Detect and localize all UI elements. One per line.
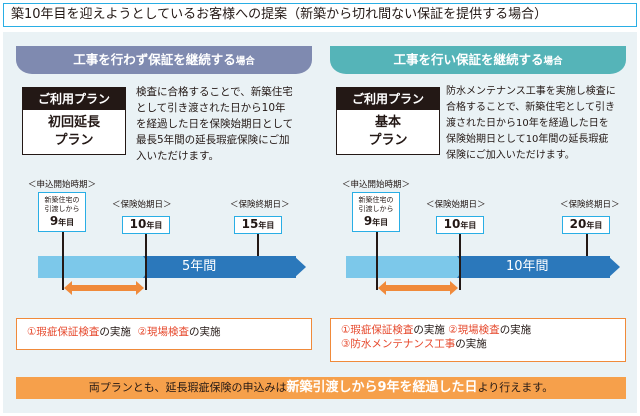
- right-check3: 防水メンテナンス工事: [350, 338, 456, 350]
- left-apply-start-label: ＜申込開始時期＞: [28, 180, 97, 190]
- right-check2-num: ②: [448, 324, 458, 336]
- right-inspection-arrow: [378, 281, 458, 295]
- right-apply-tag: 新築住宅の 引渡しから 9年目: [352, 192, 400, 232]
- right-check2: 現場検査: [457, 324, 500, 336]
- right-check2-suffix: の実施: [499, 324, 532, 336]
- left-tag2-year: 10: [129, 217, 147, 231]
- left-check2: 現場検査: [147, 326, 190, 338]
- right-end-date-label: ＜保険終期日＞: [560, 200, 620, 210]
- left-bar-arrowhead: [294, 256, 306, 278]
- left-apply-line: [62, 232, 64, 290]
- right-checks-box: ①瑕疵保証検査の実施 ②現場検査の実施 ③防水メンテナンス工事の実施: [330, 318, 626, 362]
- right-plan-name-line1: 基本: [374, 115, 401, 130]
- left-check1-num: ①: [27, 326, 37, 338]
- left-check2-suffix: の実施: [189, 326, 221, 338]
- left-check2-num: ②: [137, 326, 148, 338]
- right-timeline: ＜申込開始時期＞ ＜保険始期日＞ ＜保険終期日＞ 新築住宅の 引渡しから 9年目…: [336, 176, 636, 296]
- left-tag2-unit: 年目: [146, 221, 163, 230]
- left-plan-name: 初回延長 プラン: [23, 114, 125, 150]
- right-tag1-line2: 引渡しから: [358, 205, 394, 213]
- left-start-tag: 10年目: [122, 216, 170, 234]
- right-apply-line: [376, 232, 378, 290]
- right-plan-label: ご利用プラン: [337, 88, 439, 110]
- footer-suffix: より行えます。: [477, 381, 554, 394]
- right-header-main: 工事を行い保証を継続する: [393, 52, 544, 67]
- left-tag1-line2: 引渡しから: [44, 205, 80, 213]
- left-plan-label: ご利用プラン: [23, 88, 125, 110]
- right-period-label: 10年間: [506, 259, 549, 274]
- left-end-date-label: ＜保険終期日＞: [230, 200, 290, 210]
- page-title: 築10年目を迎えようとしているお客様への提案（新築から切れ間ない保証を提供する場…: [11, 7, 548, 22]
- left-period-label: 5年間: [182, 259, 217, 274]
- right-plan-box: ご利用プラン 基本 プラン: [336, 87, 440, 155]
- right-start-line: [459, 234, 461, 290]
- right-end-tag: 20年目: [562, 216, 610, 234]
- footer-prefix: 両プランとも、延長瑕疵保険の申込みは: [88, 381, 287, 394]
- left-tag1-line1: 新築住宅の: [44, 196, 80, 204]
- left-timeline: ＜申込開始時期＞ ＜保険始期日＞ ＜保険終期日＞ 新築住宅の 引渡しから 9年目…: [22, 176, 322, 296]
- left-bar-chevron: [143, 256, 159, 278]
- left-description: 検査に合格することで、新築住宅 として引き渡された日から10年 を経過した日を保…: [136, 86, 294, 162]
- right-header-suffix: 場合: [543, 56, 563, 67]
- left-bar-before: [38, 256, 148, 278]
- left-start-line: [145, 234, 147, 290]
- right-checks-line1: ①瑕疵保証検査の実施 ②現場検査の実施: [341, 323, 615, 337]
- right-bar-before: [346, 256, 462, 278]
- right-tag1-unit: 年目: [372, 218, 389, 227]
- left-check1-suffix: の実施: [99, 326, 131, 338]
- right-end-line: [586, 234, 588, 256]
- footer-highlight: 新築引渡しから9年を経過した日: [286, 380, 478, 395]
- left-plan-name-line2: プラン: [54, 133, 94, 148]
- right-apply-start-label: ＜申込開始時期＞: [342, 180, 411, 190]
- right-tag1-line1: 新築住宅の: [358, 196, 394, 204]
- right-bar-coverage: 10年間: [460, 256, 610, 278]
- left-header-main: 工事を行わず保証を継続する: [73, 52, 236, 67]
- right-checks-line2: ③防水メンテナンス工事の実施: [341, 337, 615, 351]
- right-check3-num: ③: [341, 338, 351, 350]
- right-tag1-year: 9: [363, 214, 373, 228]
- page-title-box: 築10年目を迎えようとしているお客様への提案（新築から切れ間ない保証を提供する場…: [3, 3, 637, 27]
- right-tag2-year: 10: [443, 217, 461, 231]
- left-checks-box: ①瑕疵保証検査の実施 ②現場検査の実施: [16, 318, 312, 350]
- left-end-line: [257, 234, 259, 256]
- left-check1: 瑕疵保証検査: [36, 326, 100, 338]
- left-apply-tag: 新築住宅の 引渡しから 9年目: [38, 192, 86, 232]
- left-end-tag: 15年目: [234, 216, 282, 234]
- left-tag3-unit: 年目: [258, 221, 275, 230]
- right-plan-name: 基本 プラン: [337, 114, 439, 150]
- left-plan-box: ご利用プラン 初回延長 プラン: [22, 87, 126, 155]
- left-tag1-year: 9: [49, 214, 59, 228]
- right-check1-suffix: の実施: [413, 324, 445, 336]
- right-description: 防水メンテナンス工事を実施し検査に 合格することで、新築住宅として引き 渡された…: [446, 86, 616, 161]
- left-inspection-arrow: [64, 281, 144, 295]
- footer-note: 両プランとも、延長瑕疵保険の申込みは新築引渡しから9年を経過した日より行えます。: [16, 377, 626, 399]
- right-check1-num: ①: [341, 324, 351, 336]
- right-check3-suffix: の実施: [455, 338, 487, 350]
- left-section-header: 工事を行わず保証を継続する場合: [16, 46, 312, 74]
- right-bar-chevron: [457, 256, 473, 278]
- left-tag1-unit: 年目: [58, 218, 75, 227]
- right-plan-name-line2: プラン: [368, 133, 408, 148]
- left-plan-name-line1: 初回延長: [47, 115, 100, 130]
- right-check1: 瑕疵保証検査: [350, 324, 414, 336]
- left-tag3-year: 15: [241, 217, 259, 231]
- right-tag2-unit: 年目: [460, 221, 477, 230]
- left-bar-coverage: 5年間: [146, 256, 296, 278]
- left-header-suffix: 場合: [235, 56, 255, 67]
- right-start-date-label: ＜保険始期日＞: [426, 200, 486, 210]
- right-bar-arrowhead: [608, 256, 620, 278]
- right-tag3-year: 20: [569, 217, 587, 231]
- right-start-tag: 10年目: [436, 216, 484, 234]
- left-start-date-label: ＜保険始期日＞: [112, 200, 172, 210]
- left-checks-line: ①瑕疵保証検査の実施 ②現場検査の実施: [27, 325, 301, 339]
- right-section-header: 工事を行い保証を継続する場合: [330, 46, 626, 74]
- right-tag3-unit: 年目: [586, 221, 603, 230]
